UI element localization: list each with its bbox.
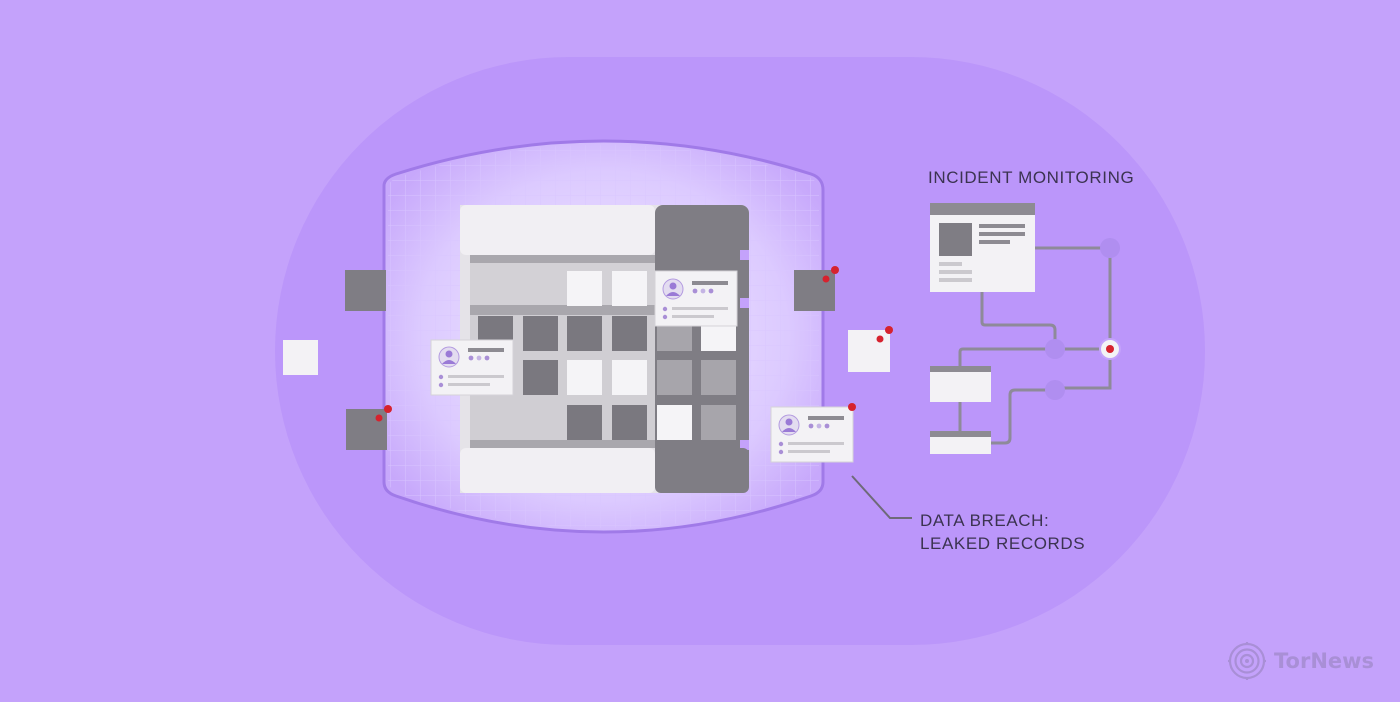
alert-dot-icon	[831, 266, 839, 274]
tornews-logo-icon	[1228, 642, 1266, 680]
monitoring-box	[930, 431, 991, 454]
alert-dot-icon	[876, 335, 884, 343]
table-header	[460, 205, 655, 255]
monitoring-box	[930, 366, 991, 402]
alert-dot-icon	[885, 326, 893, 334]
alert-dot-icon	[822, 275, 830, 283]
monitoring-diagram	[958, 246, 1112, 445]
network-nodes	[1045, 238, 1121, 400]
brand-name: TorNews	[1274, 649, 1375, 673]
brand-logo: TorNews	[1226, 640, 1374, 682]
profile-card-leaked	[770, 403, 856, 463]
floating-blocks	[283, 266, 893, 450]
data-breach-label: DATA BREACH: LEAKED RECORDS	[920, 509, 1085, 555]
breach-pointer-line	[851, 475, 912, 519]
incident-monitoring-label: INCIDENT MONITORING	[928, 168, 1135, 187]
monitoring-panel	[930, 203, 1035, 292]
alert-dot-icon	[375, 414, 383, 422]
data-breach-label-line2: LEAKED RECORDS	[920, 534, 1086, 553]
profile-card	[654, 270, 738, 327]
alert-dot-icon	[384, 405, 392, 413]
data-table	[460, 205, 749, 493]
table-footer	[460, 448, 655, 493]
data-breach-label-line1: DATA BREACH:	[920, 511, 1050, 530]
profile-card	[430, 339, 514, 396]
alert-dot-icon	[848, 403, 856, 411]
